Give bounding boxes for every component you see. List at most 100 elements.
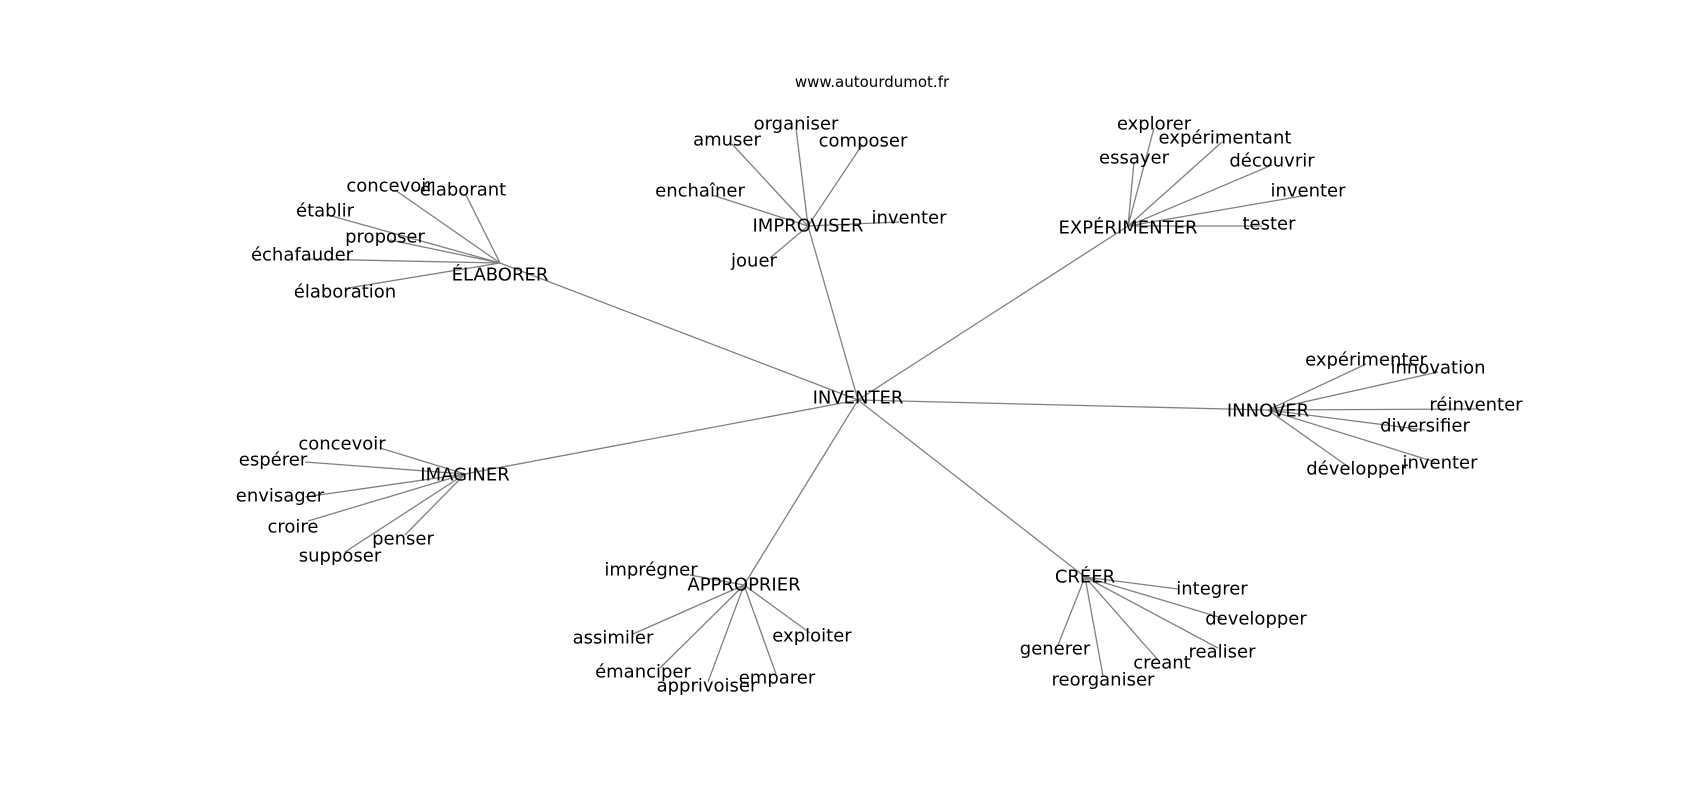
edge-elaborer-5 <box>347 262 501 289</box>
child-node-label: generer <box>1020 639 1091 660</box>
child-node-label: tester <box>1242 214 1296 235</box>
child-node-label: imprégner <box>604 560 698 581</box>
edge-experimenter-2 <box>1127 161 1135 227</box>
child-node-label: proposer <box>345 227 425 248</box>
edge-imaginer-5 <box>344 473 466 553</box>
edge-approprier-1 <box>632 584 745 635</box>
edge-innover-1 <box>1267 371 1439 411</box>
child-node-label: diversifier <box>1380 416 1470 437</box>
edges-layer <box>304 127 1477 683</box>
child-node-label: élaborant <box>420 180 506 201</box>
child-node-label: inventer <box>871 208 947 229</box>
edge-imaginer-3 <box>307 473 466 522</box>
group-node-label-elaborer: ÉLABORER <box>452 264 549 286</box>
child-node-label: innovation <box>1391 358 1486 379</box>
group-node-label-creer: CRÉER <box>1055 566 1115 588</box>
edge-elaborer-1 <box>465 194 501 264</box>
edge-innover-0 <box>1267 363 1367 411</box>
edge-imaginer-1 <box>304 461 466 475</box>
child-node-label: creant <box>1133 653 1190 674</box>
edge-innover-2 <box>1267 408 1477 411</box>
edge-approprier-2 <box>743 584 811 634</box>
edge-root-approprier <box>743 399 859 586</box>
group-node-label-experimenter: EXPÉRIMENTER <box>1059 217 1198 239</box>
edge-root-innover <box>857 399 1269 411</box>
child-node-label: émanciper <box>595 662 691 683</box>
edge-creer-0 <box>1084 576 1179 590</box>
child-node-label: réinventer <box>1429 395 1523 416</box>
edge-root-creer <box>857 399 1086 578</box>
edge-creer-2 <box>1057 576 1086 646</box>
child-node-label: supposer <box>299 546 382 567</box>
child-node-label: découvrir <box>1229 151 1315 172</box>
edge-innover-3 <box>1267 409 1426 431</box>
child-node-label: penser <box>372 529 434 550</box>
child-node-label: jouer <box>730 251 777 272</box>
edge-approprier-5 <box>743 584 777 675</box>
child-node-label: concevoir <box>298 434 386 455</box>
child-node-label: assimiler <box>573 628 654 649</box>
child-node-label: espérer <box>239 450 308 471</box>
child-node-label: integrer <box>1176 579 1248 600</box>
edge-elaborer-0 <box>394 189 501 264</box>
edge-creer-1 <box>1084 576 1223 619</box>
edge-imaginer-2 <box>304 473 466 498</box>
edge-innover-5 <box>1267 409 1436 463</box>
edge-elaborer-2 <box>327 214 501 264</box>
child-node-label: organiser <box>754 114 839 135</box>
group-node-label-innover: INNOVER <box>1227 401 1309 422</box>
child-node-label: envisager <box>236 486 325 507</box>
child-node-label: échafauder <box>251 245 354 266</box>
edge-approprier-4 <box>707 584 745 683</box>
edge-experimenter-3 <box>1127 164 1273 227</box>
child-node-label: amuser <box>693 130 761 151</box>
child-node-label: élaboration <box>294 282 396 303</box>
child-node-label: apprivoiser <box>657 676 758 697</box>
group-node-label-imaginer: IMAGINER <box>420 465 509 486</box>
edge-improviser-1 <box>731 143 809 227</box>
edge-root-imaginer <box>464 399 859 475</box>
child-node-label: expérimentant <box>1159 128 1292 149</box>
edge-creer-3 <box>1084 576 1219 649</box>
edge-experimenter-4 <box>1127 194 1309 227</box>
edge-innover-4 <box>1267 409 1351 469</box>
child-node-label: expérimenter <box>1305 350 1427 371</box>
edge-approprier-3 <box>659 584 745 669</box>
child-node-label: essayer <box>1099 148 1170 169</box>
edge-improviser-5 <box>769 225 809 259</box>
child-node-label: reorganiser <box>1052 670 1155 691</box>
child-node-label: développer <box>1306 459 1408 480</box>
edge-root-experimenter <box>857 225 1129 401</box>
child-node-label: concevoir <box>346 176 434 197</box>
child-node-label: croire <box>268 517 319 538</box>
child-node-label: établir <box>296 201 355 222</box>
edge-imaginer-4 <box>404 473 466 536</box>
edge-experimenter-0 <box>1127 127 1155 227</box>
child-node-label: exploiter <box>772 626 852 647</box>
edge-experimenter-1 <box>1127 141 1223 227</box>
edge-creer-4 <box>1084 576 1159 661</box>
labels-layer: INVENTERÉLABORERconcevoirélaborantétabli… <box>236 114 1523 697</box>
edge-root-elaborer <box>499 262 859 401</box>
child-node-label: composer <box>819 131 908 152</box>
group-node-label-improviser: IMPROVISER <box>753 216 864 237</box>
child-node-label: realiser <box>1189 642 1257 663</box>
child-node-label: developper <box>1205 609 1307 630</box>
edge-improviser-0 <box>795 127 809 227</box>
child-node-label: inventer <box>1402 453 1478 474</box>
edge-elaborer-4 <box>304 258 501 264</box>
edge-creer-5 <box>1084 576 1104 677</box>
root-node-label: INVENTER <box>813 388 904 409</box>
child-node-label: enchaîner <box>655 181 745 202</box>
edge-improviser-4 <box>807 221 900 227</box>
edge-improviser-3 <box>711 194 809 227</box>
child-node-label: inventer <box>1270 181 1346 202</box>
edge-root-improviser <box>807 225 859 401</box>
child-node-label: emparer <box>739 668 816 689</box>
edge-approprier-0 <box>689 574 745 586</box>
edge-improviser-2 <box>807 144 863 227</box>
group-node-label-approprier: APPROPRIER <box>687 575 800 596</box>
edge-elaborer-3 <box>389 239 501 264</box>
